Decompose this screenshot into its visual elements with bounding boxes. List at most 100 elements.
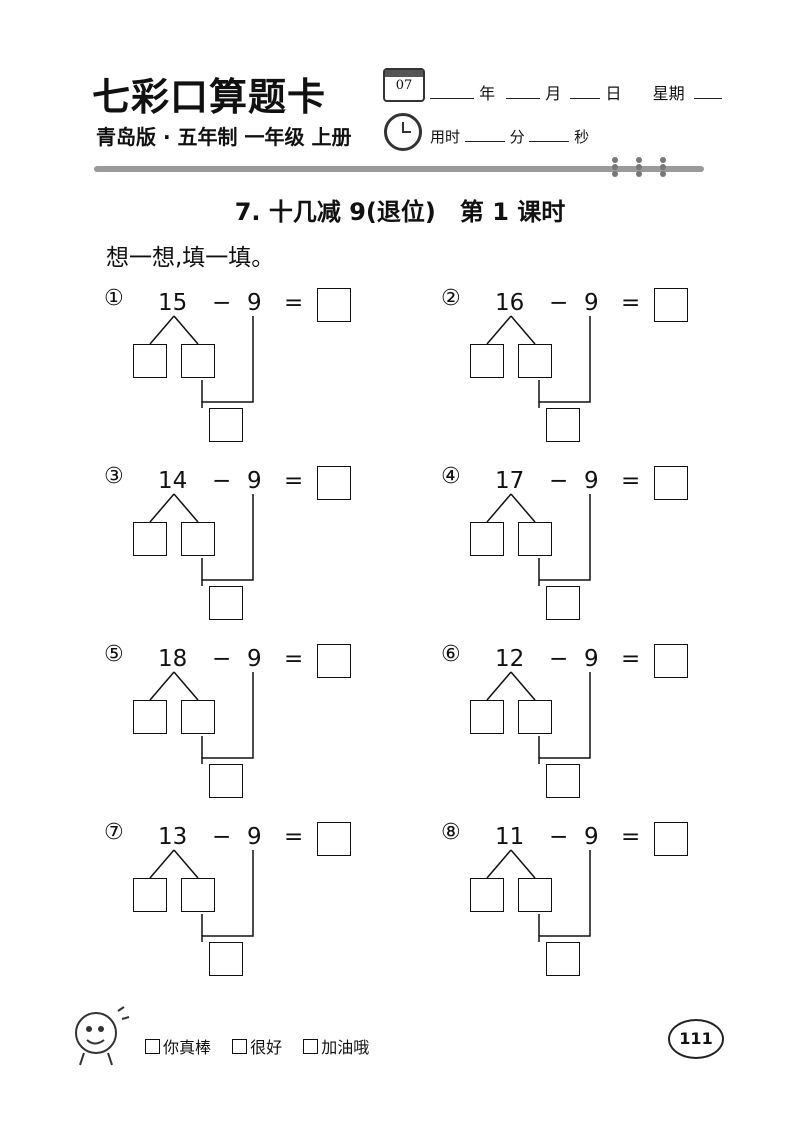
decomposition-lines bbox=[149, 315, 254, 408]
answer-box[interactable] bbox=[317, 644, 351, 678]
checkbox-good[interactable] bbox=[232, 1039, 248, 1054]
week-blank[interactable] bbox=[693, 84, 722, 99]
second-label: 秒 bbox=[574, 128, 590, 146]
answer-box[interactable] bbox=[654, 466, 688, 500]
subtrahend: 9 bbox=[247, 646, 262, 672]
problem-number: ⑧ bbox=[441, 820, 461, 845]
step-result-box[interactable] bbox=[209, 408, 243, 442]
minus-sign: − bbox=[549, 646, 569, 672]
subtrahend: 9 bbox=[584, 290, 599, 316]
answer-box[interactable] bbox=[654, 822, 688, 856]
minuend: 14 bbox=[158, 468, 188, 494]
day-blank[interactable] bbox=[570, 84, 601, 99]
step-result-box[interactable] bbox=[546, 942, 580, 976]
problem-item: ⑦ 13−9 = bbox=[104, 820, 404, 990]
equals-sign: = bbox=[621, 646, 641, 672]
equals-sign: = bbox=[284, 646, 304, 672]
subtrahend: 9 bbox=[247, 824, 262, 850]
split-box-left[interactable] bbox=[133, 878, 167, 912]
checkbox-keep-going[interactable] bbox=[303, 1039, 319, 1054]
rating-options: 你真棒 很好 加油哦 bbox=[145, 1034, 369, 1058]
decomposition-lines bbox=[149, 671, 254, 764]
answer-box[interactable] bbox=[317, 822, 351, 856]
answer-box[interactable] bbox=[654, 644, 688, 678]
split-box-left[interactable] bbox=[470, 344, 504, 378]
minuend: 11 bbox=[495, 824, 525, 850]
year-blank[interactable] bbox=[430, 84, 474, 99]
option-keep-going-label: 加油哦 bbox=[321, 1038, 370, 1057]
minute-blank[interactable] bbox=[464, 127, 505, 142]
equals-sign: = bbox=[284, 290, 304, 316]
split-box-right[interactable] bbox=[518, 344, 552, 378]
minus-sign: − bbox=[212, 824, 232, 850]
calendar-icon: 07 bbox=[383, 68, 425, 102]
decomposition-lines bbox=[486, 493, 591, 586]
split-box-right[interactable] bbox=[181, 522, 215, 556]
minus-sign: − bbox=[212, 468, 232, 494]
subtrahend: 9 bbox=[584, 468, 599, 494]
split-box-right[interactable] bbox=[518, 700, 552, 734]
checkbox-great[interactable] bbox=[145, 1039, 160, 1054]
split-box-right[interactable] bbox=[518, 522, 552, 556]
option-good-label: 很好 bbox=[250, 1038, 283, 1057]
problem-number: ⑤ bbox=[104, 642, 124, 667]
decomposition-lines bbox=[149, 493, 254, 586]
equals-sign: = bbox=[621, 290, 641, 316]
minuend: 18 bbox=[158, 646, 188, 672]
split-box-right[interactable] bbox=[181, 878, 215, 912]
step-result-box[interactable] bbox=[546, 586, 580, 620]
step-result-box[interactable] bbox=[209, 942, 243, 976]
minus-sign: − bbox=[549, 468, 569, 494]
step-result-box[interactable] bbox=[546, 408, 580, 442]
answer-box[interactable] bbox=[317, 288, 351, 322]
step-result-box[interactable] bbox=[209, 586, 243, 620]
instruction: 想一想,填一填。 bbox=[106, 245, 275, 271]
split-box-right[interactable] bbox=[181, 344, 215, 378]
split-box-left[interactable] bbox=[133, 344, 167, 378]
split-box-left[interactable] bbox=[470, 878, 504, 912]
step-result-box[interactable] bbox=[546, 764, 580, 798]
problem-item: ② 16−9 = bbox=[441, 286, 741, 456]
minuend: 15 bbox=[158, 290, 188, 316]
month-blank[interactable] bbox=[506, 84, 541, 99]
subtrahend: 9 bbox=[584, 646, 599, 672]
day-label: 日 bbox=[605, 84, 622, 103]
minuend: 16 bbox=[495, 290, 525, 316]
second-blank[interactable] bbox=[529, 127, 570, 142]
bead-icon bbox=[612, 157, 618, 177]
split-box-left[interactable] bbox=[133, 700, 167, 734]
minuend: 13 bbox=[158, 824, 188, 850]
bead-icon bbox=[636, 157, 642, 177]
answer-box[interactable] bbox=[654, 288, 688, 322]
minus-sign: − bbox=[549, 824, 569, 850]
split-box-right[interactable] bbox=[181, 700, 215, 734]
answer-box[interactable] bbox=[317, 466, 351, 500]
minuend: 17 bbox=[495, 468, 525, 494]
split-box-left[interactable] bbox=[133, 522, 167, 556]
bead-icon bbox=[660, 157, 666, 177]
split-box-right[interactable] bbox=[518, 878, 552, 912]
problem-number: ⑥ bbox=[441, 642, 461, 667]
time-fields: 用时 分 秒 bbox=[430, 126, 589, 147]
problem-number: ④ bbox=[441, 464, 461, 489]
minus-sign: − bbox=[212, 290, 232, 316]
problem-number: ② bbox=[441, 286, 461, 311]
subtitle: 青岛版 · 五年制 一年级 上册 bbox=[96, 125, 352, 149]
subtrahend: 9 bbox=[584, 824, 599, 850]
split-box-left[interactable] bbox=[470, 700, 504, 734]
page-number: 111 bbox=[668, 1019, 724, 1059]
minute-label: 分 bbox=[509, 128, 525, 146]
minus-sign: − bbox=[549, 290, 569, 316]
problem-number: ⑦ bbox=[104, 820, 124, 845]
equals-sign: = bbox=[284, 824, 304, 850]
brand-title: 七彩口算题卡 bbox=[92, 74, 327, 119]
step-result-box[interactable] bbox=[209, 764, 243, 798]
problem-item: ⑧ 11−9 = bbox=[441, 820, 741, 990]
option-great-label: 你真棒 bbox=[163, 1038, 212, 1057]
decomposition-lines bbox=[486, 671, 591, 764]
split-box-left[interactable] bbox=[470, 522, 504, 556]
equals-sign: = bbox=[621, 824, 641, 850]
date-fields: 年 月 日 星期 bbox=[430, 80, 722, 104]
